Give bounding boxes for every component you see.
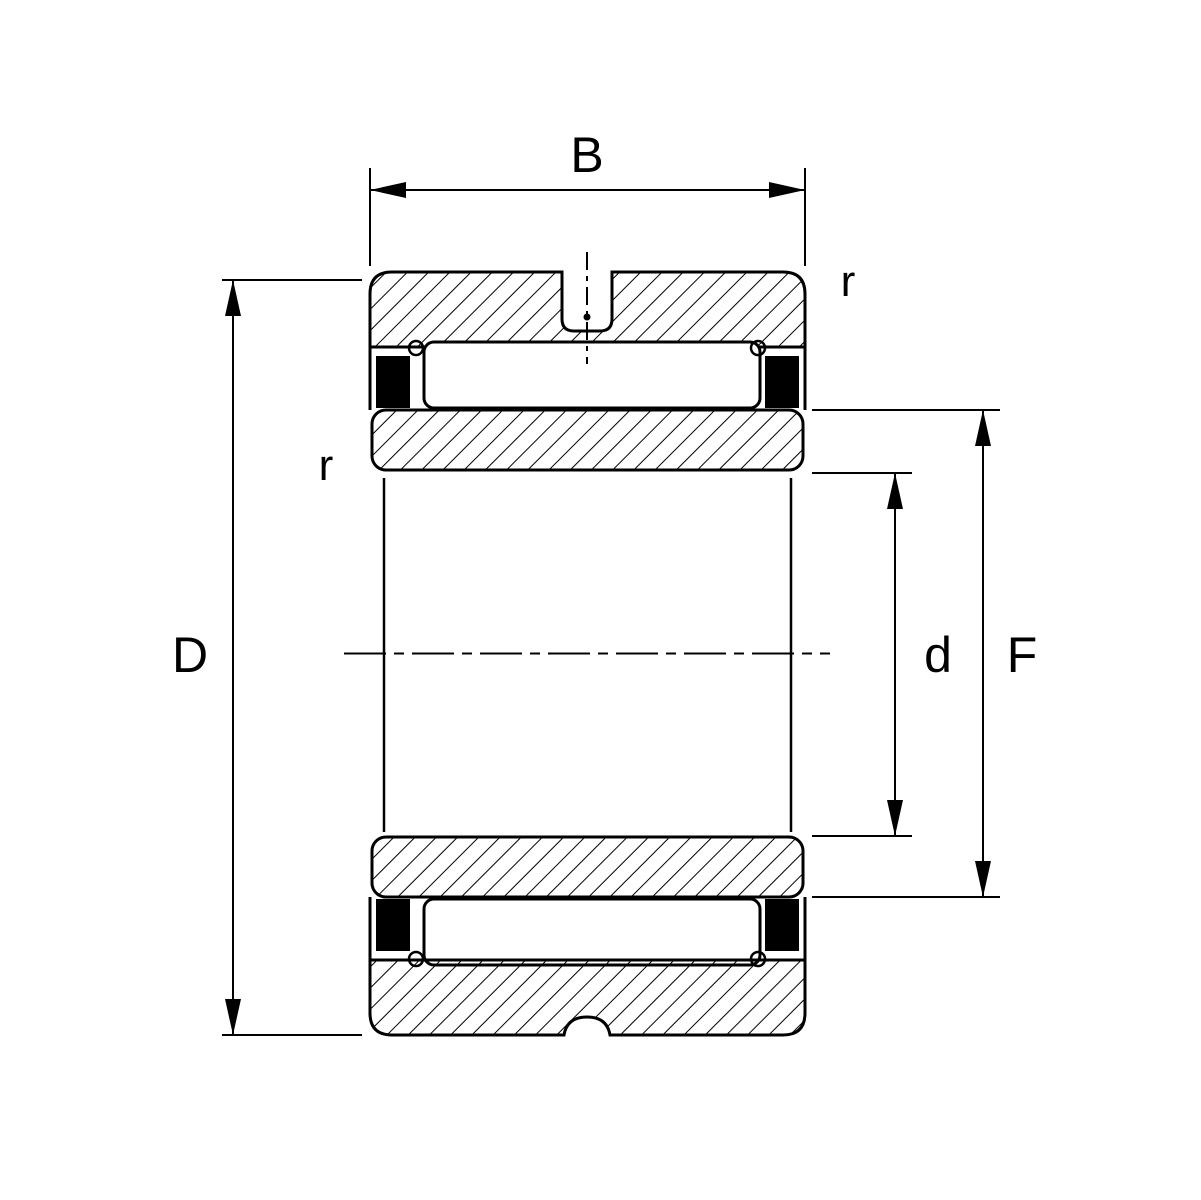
dim-d-arrow-top bbox=[887, 473, 903, 509]
outer-ring-bottom-section bbox=[368, 958, 807, 1037]
needle-roller-bottom bbox=[422, 897, 762, 967]
dim-D-label: D bbox=[172, 627, 208, 683]
chamfer-r-label-left: r bbox=[319, 441, 334, 490]
inner-ring-bottom-section bbox=[370, 835, 805, 899]
outer-ring-top-section bbox=[368, 270, 807, 349]
cage-rivet-top-left bbox=[407, 339, 425, 357]
needle-roller-top bbox=[422, 340, 762, 410]
seal-top-left bbox=[376, 356, 410, 408]
dim-d-arrow-bottom bbox=[887, 800, 903, 836]
chamfer-r-label-top-right: r bbox=[841, 257, 856, 306]
cage-rivet-top-right bbox=[749, 339, 767, 357]
dim-D-arrow-bottom bbox=[225, 999, 241, 1035]
seal-bottom-left bbox=[376, 899, 410, 951]
dim-B-arrow-right bbox=[769, 182, 805, 198]
inner-ring-top-section bbox=[370, 408, 805, 472]
dim-B-label: B bbox=[570, 127, 603, 183]
dim-D-arrow-top bbox=[225, 280, 241, 316]
lube-hole-center-dot bbox=[583, 313, 591, 321]
dim-B-arrow-left bbox=[370, 182, 406, 198]
dim-F-arrow-top bbox=[975, 410, 991, 446]
seal-bottom-right bbox=[765, 899, 799, 951]
dim-F-arrow-bottom bbox=[975, 861, 991, 897]
seal-top-right bbox=[765, 356, 799, 408]
dim-F-label: F bbox=[1007, 627, 1038, 683]
dim-d-label: d bbox=[924, 627, 952, 683]
